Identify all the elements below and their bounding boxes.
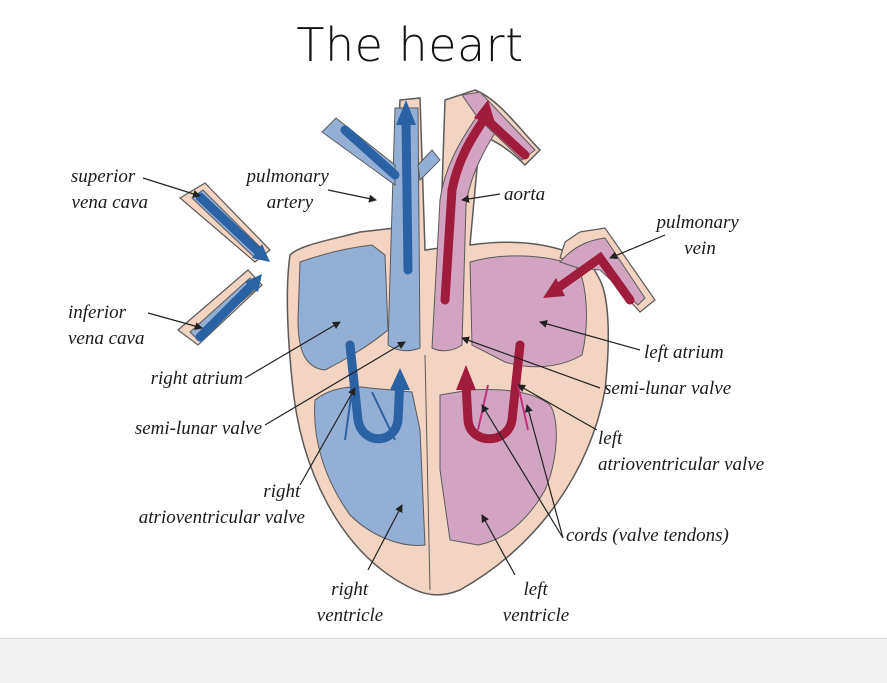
ivc-arrowhead xyxy=(245,274,262,292)
label-left-av-valve: left atrioventricular valve xyxy=(598,428,764,475)
ivc-flow-arrow xyxy=(195,277,260,342)
label-left-ventricle: left ventricle xyxy=(503,579,569,626)
left-heart-u-arrowhead xyxy=(456,365,476,390)
label-semi-lunar-valve-right-side: semi-lunar valve xyxy=(604,378,731,399)
pulmonary-artery-flow-arrow xyxy=(401,115,413,275)
page-title: The heart xyxy=(296,18,524,72)
label-right-atrium: right atrium xyxy=(151,368,243,389)
left-atrium-chamber xyxy=(469,255,587,368)
pointer-right-atrium xyxy=(244,321,341,379)
deoxygenated-flow-arrows xyxy=(195,115,413,444)
pulmonary-artery-branch-arrow xyxy=(340,125,400,180)
right-ventricle-chamber xyxy=(314,386,426,546)
pointer-superior-vena-cava xyxy=(142,177,201,198)
label-aorta: aorta xyxy=(504,184,545,205)
pointer-cords-a xyxy=(481,404,564,539)
svc-arrowhead xyxy=(252,244,270,262)
pointer-right-ventricle xyxy=(367,504,403,571)
footer-bar xyxy=(0,638,887,683)
pulmonary-artery-branch-right xyxy=(417,149,441,182)
oxygenated-flow-arrows xyxy=(440,113,635,444)
right-av-valve-cord xyxy=(344,389,396,441)
septum xyxy=(424,354,431,591)
aorta-flow-arrow xyxy=(440,113,490,305)
right-heart-u-arrowhead xyxy=(390,368,410,390)
pulmonary-vein-flow-arrow xyxy=(550,251,635,305)
deoxygenated-arrowheads xyxy=(245,100,416,390)
right-heart-u-arrow xyxy=(345,340,405,444)
oxygenated-arrowheads xyxy=(456,100,565,390)
pulmonary-vein-arrowhead xyxy=(543,278,565,298)
heart-diagram: superior vena cava pulmonary artery aort… xyxy=(68,89,764,626)
pointer-left-ventricle xyxy=(481,514,516,576)
label-superior-vena-cava: superior vena cava xyxy=(71,166,148,213)
pointer-semi-lunar-valve-right-side xyxy=(461,336,601,389)
right-atrium-chamber xyxy=(297,244,389,371)
pointer-pulmonary-vein xyxy=(609,234,666,259)
left-heart-u-arrow xyxy=(461,340,525,444)
pulmonary-artery-arrowhead xyxy=(396,100,416,125)
label-semi-lunar-valve-left-side: semi-lunar valve xyxy=(135,418,262,439)
label-right-ventricle: right ventricle xyxy=(317,579,383,626)
pointer-left-av-valve xyxy=(517,384,598,431)
pointer-right-av-valve xyxy=(299,387,356,486)
label-pointers xyxy=(142,177,666,576)
pointer-pulmonary-artery xyxy=(327,189,377,203)
pointer-left-atrium xyxy=(539,320,641,351)
label-pulmonary-artery: pulmonary artery xyxy=(244,166,333,213)
label-right-av-valve: right atrioventricular valve xyxy=(139,481,305,528)
label-inferior-vena-cava: inferior vena cava xyxy=(68,302,144,349)
svc-flow-arrow xyxy=(195,192,267,260)
label-pulmonary-vein: pulmonary vein xyxy=(654,212,743,259)
label-left-atrium: left atrium xyxy=(644,342,724,363)
pointer-aorta xyxy=(461,193,501,203)
pointer-cords-b xyxy=(524,404,564,539)
pulmonary-artery-branch-left xyxy=(321,117,396,186)
pointer-semi-lunar-valve-left-side xyxy=(264,341,406,426)
aorta-arrowhead xyxy=(474,100,496,126)
diagram-labels: superior vena cava pulmonary artery aort… xyxy=(68,166,764,626)
label-cords: cords (valve tendons) xyxy=(566,525,729,546)
pointer-inferior-vena-cava xyxy=(147,312,203,330)
